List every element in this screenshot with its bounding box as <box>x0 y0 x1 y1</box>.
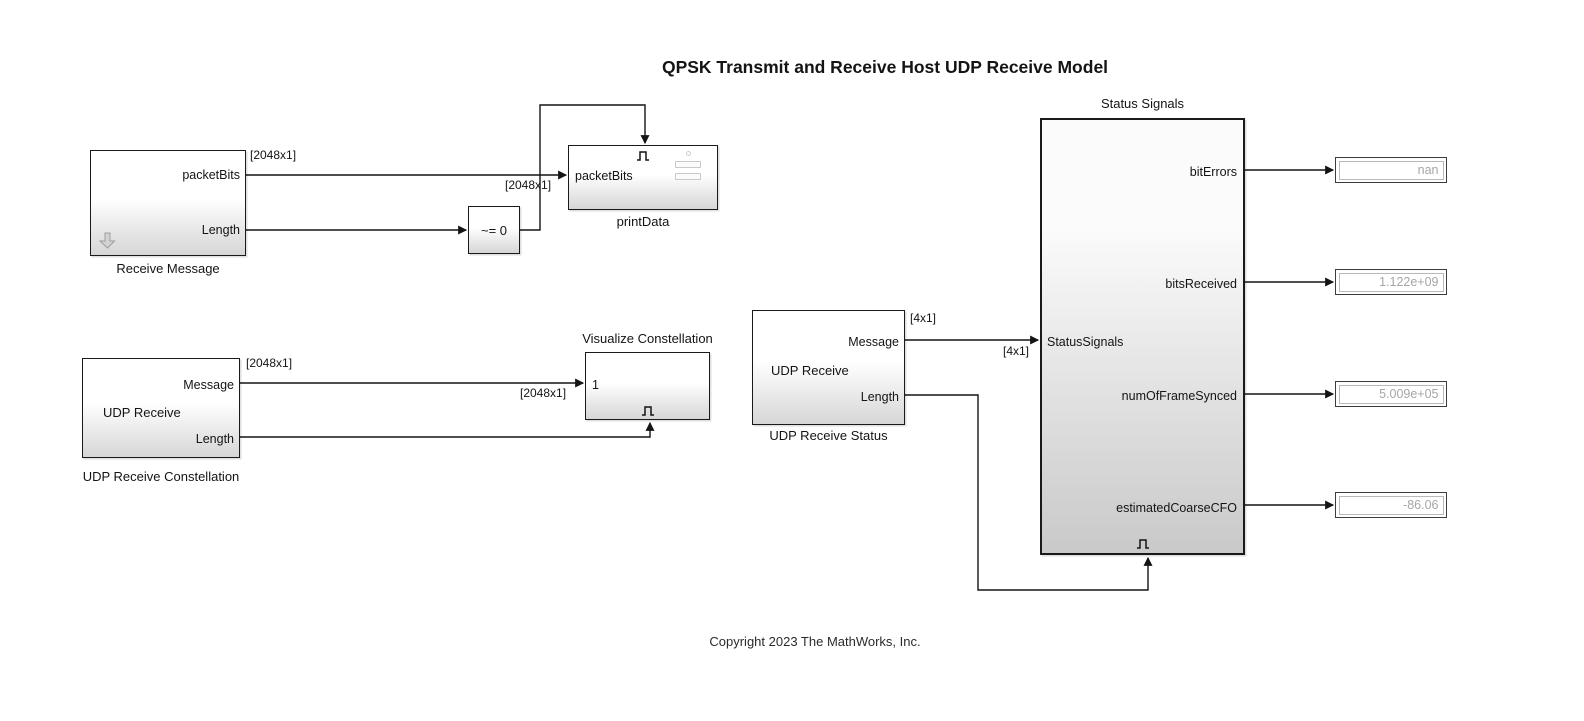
block-printdata[interactable]: packetBits <box>568 145 718 210</box>
label-visualize-constellation: Visualize Constellation <box>582 331 713 346</box>
page-title: QPSK Transmit and Receive Host UDP Recei… <box>661 57 1109 77</box>
label-udp-receive-status: UDP Receive Status <box>769 428 888 443</box>
signal-dim-label: [2048x1] <box>505 178 552 192</box>
port-in-1: 1 <box>592 378 599 392</box>
trigger-pulse-icon <box>635 150 651 162</box>
block-visualize-constellation[interactable]: 1 <box>585 352 710 420</box>
port-bitsreceived-out: bitsReceived <box>1165 277 1237 291</box>
trigger-pulse-icon <box>1135 538 1151 550</box>
port-numofframesynced-out: numOfFrameSynced <box>1121 389 1237 403</box>
wire-constellation-length-trigger[interactable] <box>240 421 655 438</box>
display-bitsreceived[interactable]: 1.122e+09 <box>1335 269 1447 295</box>
label-printdata: printData <box>616 214 670 229</box>
label-receive-message: Receive Message <box>116 261 220 276</box>
udp-receive-inner-text: UDP Receive <box>771 363 849 378</box>
port-packetbits-out: packetBits <box>182 168 240 182</box>
wire-status-length-trigger[interactable] <box>905 394 1153 591</box>
display-estimatedcoarsecfo[interactable]: -86.06 <box>1335 492 1447 518</box>
signal-dim-label: [4x1] <box>1003 344 1030 358</box>
block-udp-receive-constellation[interactable]: Message UDP Receive Length <box>82 358 240 458</box>
port-estimatedcoarsecfo-out: estimatedCoarseCFO <box>1116 501 1237 515</box>
port-length-out: Length <box>195 432 234 446</box>
display-value: nan <box>1338 160 1444 180</box>
label-status-signals: Status Signals <box>1100 96 1185 111</box>
port-length-out: Length <box>860 390 899 404</box>
wire-compare-to-printdata-trigger[interactable] <box>520 104 650 231</box>
display-biterrors[interactable]: nan <box>1335 157 1447 183</box>
block-status-signals[interactable]: StatusSignals bitErrors bitsReceived num… <box>1040 118 1245 555</box>
block-compare-to-zero[interactable]: ~= 0 <box>468 206 520 254</box>
udp-receive-inner-text: UDP Receive <box>103 405 181 420</box>
download-arrow-icon <box>98 232 116 249</box>
block-receive-message[interactable]: packetBits Length <box>90 150 246 256</box>
signal-dim-label: [4x1] <box>910 311 937 325</box>
display-numofframesynced[interactable]: 5.009e+05 <box>1335 381 1447 407</box>
signal-dim-label: [2048x1] <box>520 386 567 400</box>
label-udp-receive-constellation: UDP Receive Constellation <box>82 469 240 484</box>
signal-dim-label: [2048x1] <box>246 356 293 370</box>
display-value: 1.122e+09 <box>1338 272 1444 292</box>
signal-dim-label: [2048x1] <box>250 148 297 162</box>
display-value: -86.06 <box>1338 495 1444 515</box>
port-biterrors-out: bitErrors <box>1189 165 1237 179</box>
port-message-out: Message <box>183 378 234 392</box>
display-value: 5.009e+05 <box>1338 384 1444 404</box>
compare-to-zero-label: ~= 0 <box>480 222 508 238</box>
port-statussignals-in: StatusSignals <box>1047 335 1124 349</box>
printdata-lines-icon <box>675 151 701 180</box>
copyright-text: Copyright 2023 The MathWorks, Inc. <box>709 634 921 649</box>
port-length-out: Length <box>201 223 240 237</box>
block-udp-receive-status[interactable]: Message UDP Receive Length <box>752 310 905 425</box>
port-message-out: Message <box>848 335 899 349</box>
port-packetbits-in: packetBits <box>575 169 633 183</box>
trigger-pulse-icon <box>640 405 656 417</box>
